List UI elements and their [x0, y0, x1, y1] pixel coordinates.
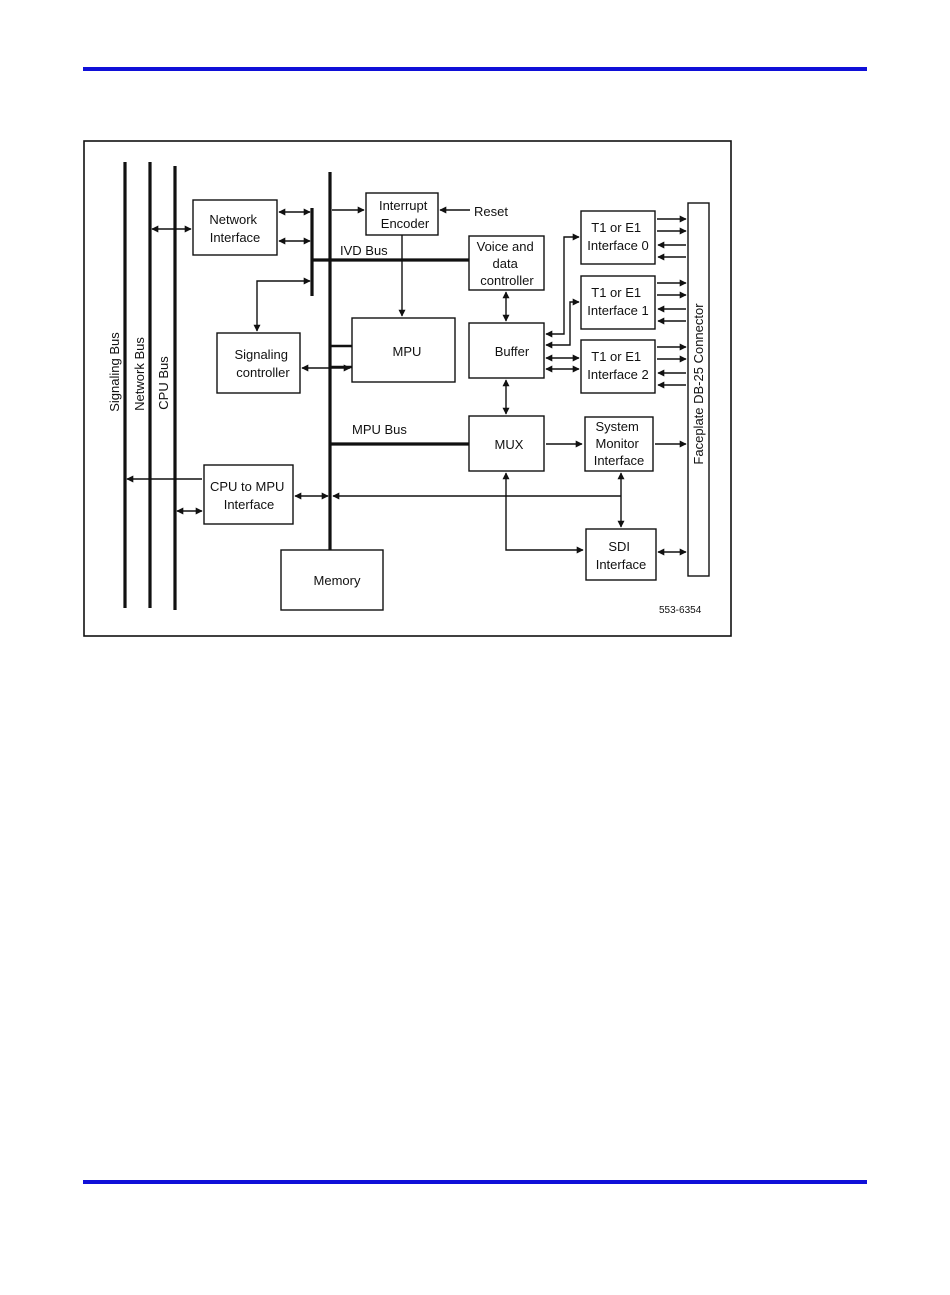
t1e1-interface-2-box	[580, 339, 656, 394]
buffer-label: Buffer	[495, 344, 530, 359]
cpu-to-mpu-interface-box	[203, 464, 294, 525]
t1e1-interface-0-label: T1 or E1 Interface 0	[587, 220, 648, 253]
t1e1-interface-1-box	[580, 275, 656, 330]
footer-rule	[83, 1180, 867, 1184]
system-monitor-interface-label: System Monitor Interface	[594, 419, 645, 468]
signaling-controller-label: Signaling controller	[234, 347, 291, 380]
mux-box	[468, 415, 545, 472]
voice-data-controller-box	[468, 235, 545, 291]
signaling-controller-box	[216, 332, 301, 394]
faceplate-connector-box	[687, 202, 710, 577]
sdi-interface-label: SDI Interface	[596, 539, 647, 572]
network-bus-label: Network Bus	[132, 337, 147, 411]
cpu-bus-label: CPU Bus	[156, 356, 171, 410]
signaling-bus-label: Signaling Bus	[107, 332, 122, 412]
t1e1-interface-2-label: T1 or E1 Interface 2	[587, 349, 648, 382]
ivd-bus-label: IVD Bus	[340, 243, 388, 258]
system-monitor-interface-box	[584, 416, 654, 472]
t1e1-interface-0-box	[580, 210, 656, 265]
mpu-box	[351, 317, 456, 383]
t1e1-interface-1-label: T1 or E1 Interface 1	[587, 285, 648, 318]
buffer-box	[468, 322, 545, 379]
mux-label: MUX	[495, 437, 524, 452]
mpu-label: MPU	[393, 344, 422, 359]
reset-label: Reset	[474, 204, 508, 219]
memory-box	[280, 549, 384, 611]
memory-label: Memory	[314, 573, 361, 588]
buffer-to-t1e1-1-link	[545, 298, 580, 349]
interrupt-encoder-label: Interrupt Encoder	[379, 198, 431, 231]
figure-id: 553-6354	[659, 605, 702, 616]
header-rule	[83, 67, 867, 71]
sdi-interface-box	[585, 528, 657, 581]
voice-data-controller-label: Voice and data controller	[477, 239, 538, 288]
mux-to-sdi-link	[502, 472, 584, 554]
mpu-bus-label: MPU Bus	[352, 422, 407, 437]
faceplate-connector-label: Faceplate DB-25 Connector	[691, 303, 706, 465]
network-interface-box	[192, 199, 278, 256]
network-interface-label: Network Interface	[209, 212, 260, 245]
cpu-to-mpu-interface-label: CPU to MPU Interface	[210, 479, 288, 512]
ivd-bus-to-signaling-controller-link	[253, 277, 311, 332]
